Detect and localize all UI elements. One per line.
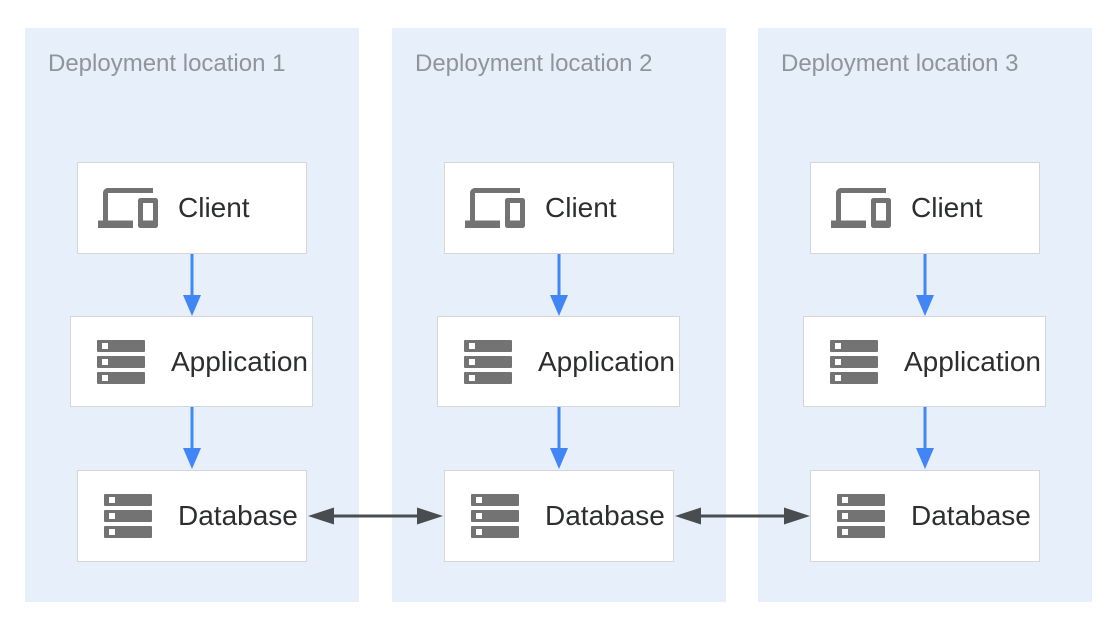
deployment-location-2-panel: Deployment location 2 Client Application… xyxy=(392,28,726,602)
client-node: Client xyxy=(444,162,674,254)
server-stack-icon xyxy=(463,494,527,538)
devices-icon xyxy=(829,178,893,238)
client-node: Client xyxy=(77,162,307,254)
panel-title: Deployment location 1 xyxy=(48,50,286,77)
devices-icon xyxy=(96,178,160,238)
application-node: Application xyxy=(803,316,1046,407)
server-stack-icon xyxy=(822,339,886,384)
node-label: Database xyxy=(545,500,665,531)
node-label: Client xyxy=(911,192,983,223)
server-stack-icon xyxy=(89,339,153,384)
node-label: Database xyxy=(911,500,1031,531)
node-label: Database xyxy=(178,500,298,531)
database-node: Database xyxy=(77,470,307,562)
database-node: Database xyxy=(444,470,674,562)
devices-icon xyxy=(463,178,527,238)
server-stack-icon xyxy=(829,494,893,538)
deployment-location-3-panel: Deployment location 3 Client Application… xyxy=(758,28,1092,602)
server-stack-icon xyxy=(456,339,520,384)
node-label: Client xyxy=(178,192,250,223)
server-stack-icon xyxy=(96,494,160,538)
node-label: Client xyxy=(545,192,617,223)
panel-title: Deployment location 3 xyxy=(781,50,1019,77)
database-node: Database xyxy=(810,470,1040,562)
node-label: Application xyxy=(538,345,675,377)
deployment-location-1-panel: Deployment location 1 Client Application… xyxy=(25,28,359,602)
panel-title: Deployment location 2 xyxy=(415,50,653,77)
node-label: Application xyxy=(904,345,1041,377)
node-label: Application xyxy=(171,345,308,377)
application-node: Application xyxy=(437,316,680,407)
application-node: Application xyxy=(70,316,313,407)
client-node: Client xyxy=(810,162,1040,254)
